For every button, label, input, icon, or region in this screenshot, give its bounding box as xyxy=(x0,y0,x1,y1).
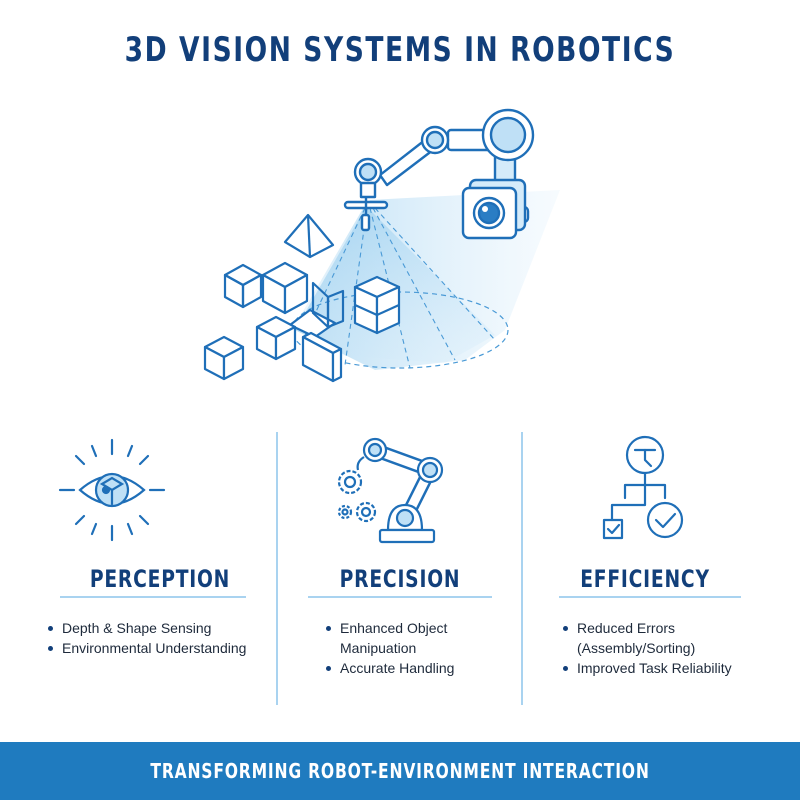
precision-heading: PRECISION xyxy=(339,565,461,593)
scanned-objects xyxy=(203,213,401,383)
footer-banner: TRANSFORMING ROBOT-ENVIRONMENT INTERACTI… xyxy=(0,742,800,800)
eye-cube-icon xyxy=(58,438,166,542)
column-divider xyxy=(521,432,523,705)
bullet-item: Enhanced Object Manipuation xyxy=(326,618,506,658)
footer-tagline: TRANSFORMING ROBOT-ENVIRONMENT INTERACTI… xyxy=(150,759,650,783)
perception-column: PERCEPTION Depth & Shape Sensing Environ… xyxy=(40,425,280,715)
bullet-item: Improved Task Reliability xyxy=(563,658,763,678)
heading-underline xyxy=(308,596,492,598)
perception-heading: PERCEPTION xyxy=(89,565,231,593)
robot-arm-scanner-illustration xyxy=(203,108,560,383)
efficiency-column: EFFICIENCY Reduced Errors (Assembly/Sort… xyxy=(525,425,765,715)
heading-underline xyxy=(559,596,741,598)
flowchart-check-icon xyxy=(602,435,684,540)
efficiency-heading: EFFICIENCY xyxy=(580,565,710,593)
robot-arm xyxy=(343,108,535,240)
heading-underline xyxy=(60,596,246,598)
precision-column: PRECISION Enhanced Object Manipuation Ac… xyxy=(280,425,520,715)
column-divider xyxy=(276,432,278,705)
bullet-item: Depth & Shape Sensing xyxy=(48,618,288,638)
robot-arm-gears-icon xyxy=(337,437,444,544)
bullet-item: Environmental Understanding xyxy=(48,638,288,658)
bullet-item: Reduced Errors (Assembly/Sorting) xyxy=(563,618,763,658)
bullet-item: Accurate Handling xyxy=(326,658,506,678)
page-title: 3D VISION SYSTEMS IN ROBOTICS xyxy=(124,30,676,70)
